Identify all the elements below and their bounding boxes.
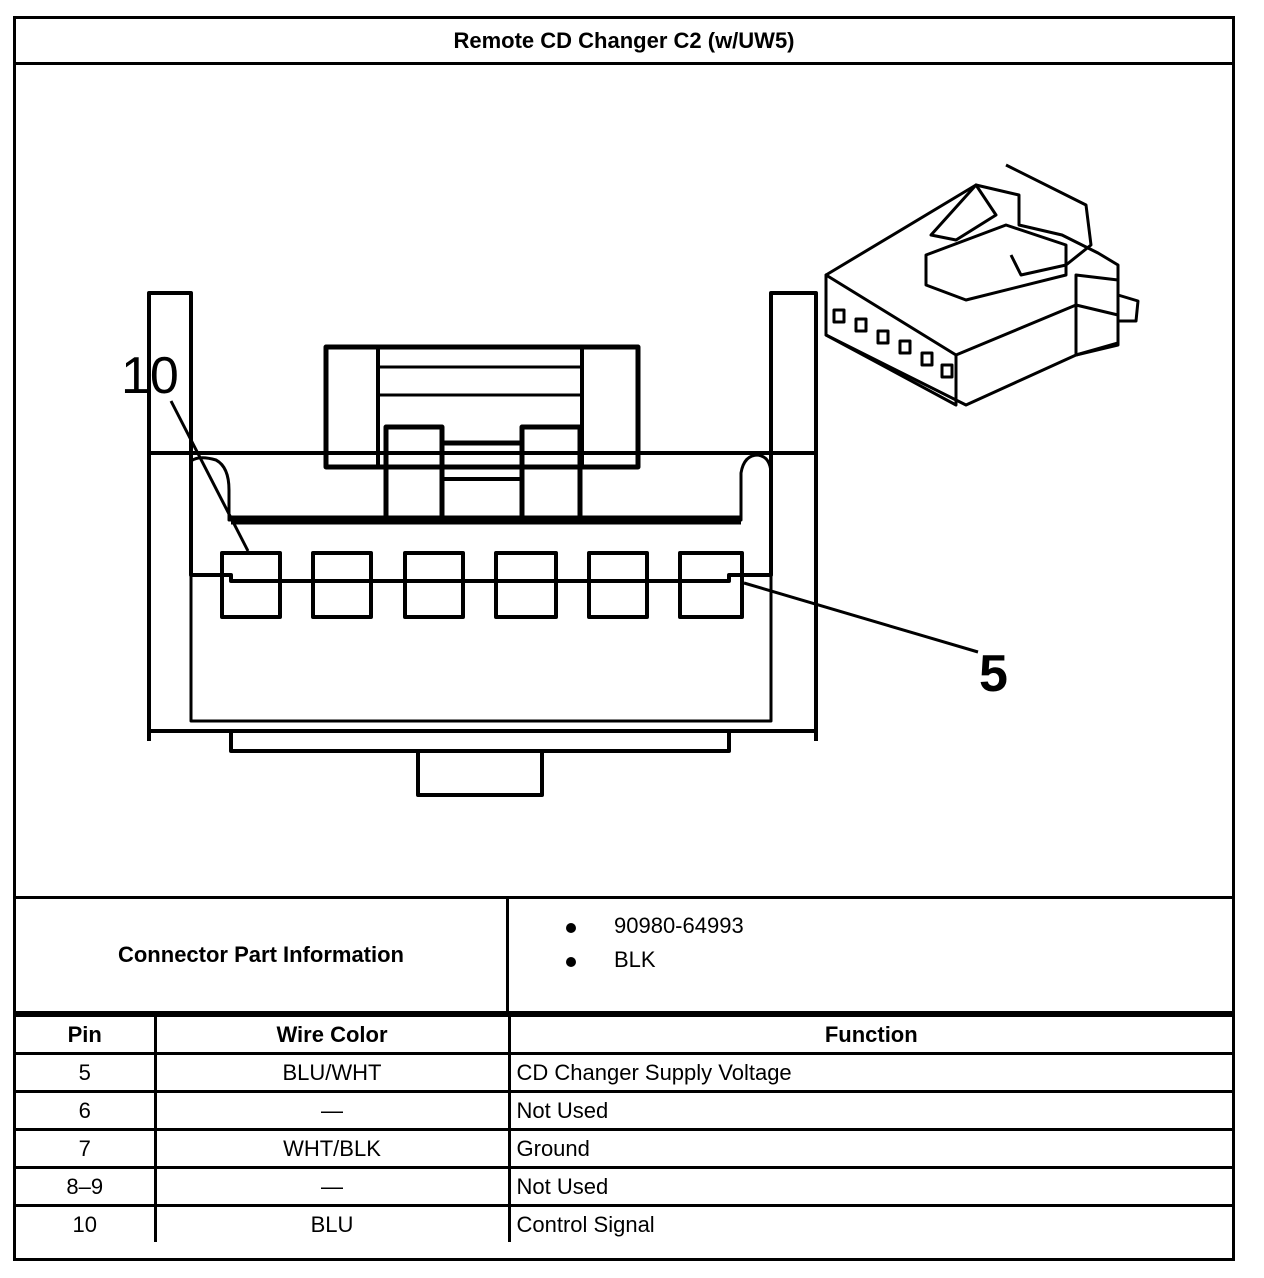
callout-10-leader xyxy=(169,400,250,552)
cell-wire-color: BLU/WHT xyxy=(153,1052,511,1093)
sheet-title: Remote CD Changer C2 (w/UW5) xyxy=(16,19,1232,65)
cavity-8 xyxy=(403,551,465,619)
cell-function: CD Changer Supply Voltage xyxy=(507,1052,1232,1093)
table-row: 5 BLU/WHT CD Changer Supply Voltage xyxy=(16,1052,1232,1093)
cavity-10 xyxy=(220,551,282,619)
connector-diagram: 10 5 xyxy=(16,65,1232,897)
housing-outline xyxy=(147,291,818,741)
part-info-label: Connector Part Information xyxy=(16,899,509,1011)
cell-function: Ground xyxy=(507,1128,1232,1169)
table-row: 7 WHT/BLK Ground xyxy=(16,1128,1232,1169)
cell-pin: 5 xyxy=(16,1052,157,1093)
latch-right-tab xyxy=(519,424,583,522)
cavity-6 xyxy=(587,551,649,619)
cavity-9 xyxy=(311,551,373,619)
cell-wire-color: — xyxy=(153,1166,511,1207)
housing-body xyxy=(147,451,818,733)
table-row: 10 BLU Control Signal xyxy=(16,1204,1232,1242)
cell-function: Control Signal xyxy=(507,1204,1232,1242)
housing-bottom-key xyxy=(416,749,544,797)
connector-sheet: Remote CD Changer C2 (w/UW5) xyxy=(13,16,1235,1261)
header-wire-color: Wire Color xyxy=(153,1014,511,1055)
table-row: 6 — Not Used xyxy=(16,1090,1232,1131)
cell-pin: 10 xyxy=(16,1204,157,1242)
callout-5-label: 5 xyxy=(979,645,1008,703)
header-pin: Pin xyxy=(16,1014,157,1055)
connector-face-drawing: 10 5 xyxy=(121,163,1140,797)
callout-10-label: 10 xyxy=(121,347,179,405)
part-info-list: 90980-64993 BLK xyxy=(509,899,1232,1021)
bullet-icon xyxy=(509,947,614,973)
latch-right-post xyxy=(580,345,640,469)
list-item: BLK xyxy=(509,943,1232,977)
housing-inner xyxy=(189,453,773,723)
latch-frame xyxy=(323,344,641,470)
pinout-table: Pin Wire Color Function 5 BLU/WHT CD Cha… xyxy=(16,1014,1232,1242)
cavity-5 xyxy=(678,551,744,619)
part-number: 90980-64993 xyxy=(614,913,744,938)
cell-wire-color: — xyxy=(153,1090,511,1131)
bullet-icon xyxy=(509,913,614,939)
cavity-7 xyxy=(494,551,558,619)
latch-left-tab xyxy=(383,424,445,522)
cell-function: Not Used xyxy=(507,1090,1232,1131)
table-header-row: Pin Wire Color Function xyxy=(16,1014,1232,1055)
cell-pin: 6 xyxy=(16,1090,157,1131)
connector-isometric-view xyxy=(824,163,1140,407)
cell-wire-color: WHT/BLK xyxy=(153,1128,511,1169)
cell-pin: 8–9 xyxy=(16,1166,157,1207)
latch-left-post xyxy=(324,345,380,469)
part-color: BLK xyxy=(614,947,656,972)
latch-center-bar xyxy=(376,365,584,397)
table-row: 8–9 — Not Used xyxy=(16,1166,1232,1207)
cell-function: Not Used xyxy=(507,1166,1232,1207)
header-function: Function xyxy=(507,1014,1232,1055)
callout-5-leader xyxy=(743,581,979,654)
list-item: 90980-64993 xyxy=(509,909,1232,943)
connector-part-info: Connector Part Information 90980-64993 B… xyxy=(16,896,1232,1014)
housing-bottom-step xyxy=(229,729,731,753)
cell-wire-color: BLU xyxy=(153,1204,511,1242)
cell-pin: 7 xyxy=(16,1128,157,1169)
